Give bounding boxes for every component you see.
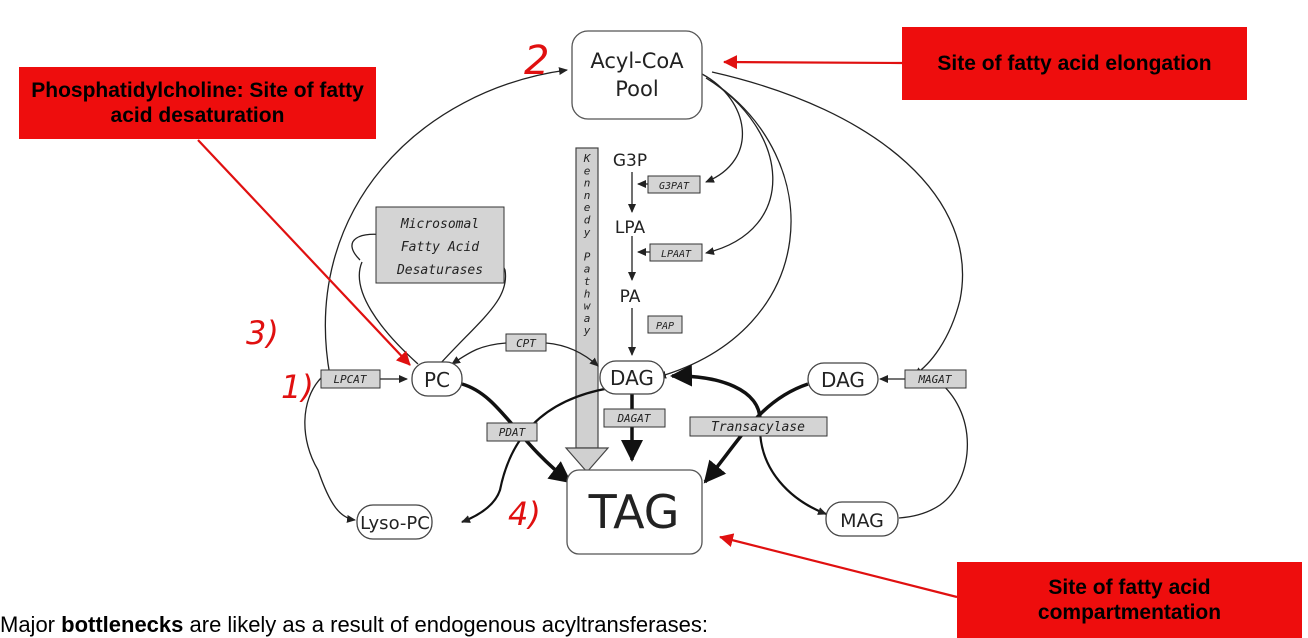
kennedy-letter: K <box>583 152 592 165</box>
callout-desaturation: Phosphatidylcholine: Site of fatty acid … <box>19 67 376 139</box>
lyso-pc-label: Lyso-PC <box>360 513 430 534</box>
kennedy-letter: a <box>584 263 591 276</box>
desaturase-line-2: Fatty Acid <box>401 240 479 255</box>
footer-suffix: are likely as a result of endogenous acy… <box>183 612 709 637</box>
kennedy-letter: d <box>584 214 591 227</box>
pdat-box <box>486 422 538 442</box>
pdat-label: PDAT <box>499 426 527 439</box>
kennedy-letter: a <box>584 312 591 325</box>
g3pat-box <box>647 175 701 194</box>
pc-label: PC <box>424 368 450 392</box>
pc-node <box>411 361 463 397</box>
g3p-label: G3P <box>613 151 647 171</box>
cpt-label: CPT <box>516 337 537 350</box>
handwritten-mark-pc-lower: 1) <box>281 368 314 406</box>
dag-center-label: DAG <box>610 366 654 390</box>
magat-box <box>904 369 967 389</box>
magat-label: MAGAT <box>917 373 952 386</box>
kennedy-letter: P <box>584 250 591 263</box>
lpa-label: LPA <box>615 218 646 238</box>
handwritten-mark-acyl: 2 <box>524 38 549 84</box>
footer-bold: bottlenecks <box>61 612 184 637</box>
mag-node <box>825 501 899 537</box>
dag-center-node <box>599 360 665 395</box>
kennedy-letter: e <box>584 164 591 177</box>
kennedy-letter: w <box>584 300 592 313</box>
dagat-label: DAGAT <box>616 412 651 425</box>
kennedy-steps <box>380 172 905 383</box>
callout-arrows <box>197 55 958 599</box>
acyl-coa-pool-node <box>571 30 703 120</box>
tag-label: TAG <box>588 485 680 539</box>
pool-label: Pool <box>615 77 658 101</box>
kennedy-letter: e <box>584 201 591 214</box>
pa-label: PA <box>620 287 641 307</box>
kennedy-letter: h <box>584 287 591 300</box>
desaturase-box <box>375 206 505 284</box>
kennedy-letter: n <box>584 189 591 202</box>
lpaat-label: LPAAT <box>661 249 692 260</box>
pap-box <box>647 315 683 334</box>
kennedy-letter: n <box>584 177 591 190</box>
dag-right-label: DAG <box>821 368 865 392</box>
handwritten-mark-tag: 4) <box>508 495 541 533</box>
kennedy-letter: t <box>584 275 591 288</box>
dag-right-node <box>807 362 879 396</box>
lyso-pc-node <box>356 504 433 540</box>
callout-compartmentation: Site of fatty acid compartmentation <box>957 562 1302 638</box>
kennedy-letter: y <box>583 226 591 239</box>
g3pat-label: G3PAT <box>659 181 690 192</box>
handwritten-mark-pc-upper: 3) <box>246 314 279 352</box>
transacylase-box <box>689 416 828 437</box>
lpcat-label: LPCAT <box>333 373 367 386</box>
lpaat-box <box>649 243 703 262</box>
dagat-box <box>603 408 666 428</box>
callout-elongation: Site of fatty acid elongation <box>902 27 1247 100</box>
footer-text: Major bottlenecks are likely as a result… <box>0 612 708 638</box>
desaturase-line-1: Microsomal <box>400 217 479 232</box>
desaturase-line-3: Desaturases <box>396 263 483 278</box>
tag-node <box>566 469 703 555</box>
mag-label: MAG <box>840 510 884 532</box>
transacylase-label: Transacylase <box>711 420 805 435</box>
pap-label: PAP <box>656 321 674 332</box>
acyl-coa-label: Acyl-CoA <box>590 49 684 73</box>
lpcat-box <box>320 369 381 389</box>
kennedy-pathway-arrow <box>564 147 610 473</box>
cpt-box <box>505 333 547 352</box>
footer-prefix: Major <box>0 612 62 637</box>
kennedy-letter: y <box>583 324 591 337</box>
